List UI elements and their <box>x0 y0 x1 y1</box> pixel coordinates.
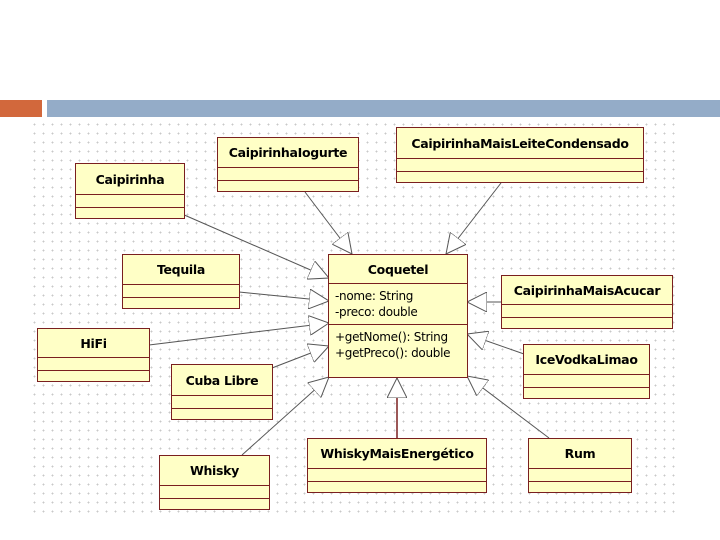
attribute-preco: -preco: double <box>335 305 418 319</box>
method-get-nome: +getNome(): String <box>335 330 448 344</box>
class-tequila[interactable]: Tequila <box>122 254 240 309</box>
class-caipirinha-iogurte[interactable]: CaipirinhaIogurte <box>217 137 359 192</box>
class-whisky[interactable]: Whisky <box>159 455 270 510</box>
class-hifi[interactable]: HiFi <box>37 328 150 382</box>
class-cuba-libre[interactable]: Cuba Libre <box>171 364 273 420</box>
slide-accent-bar-blue <box>47 100 720 117</box>
class-whisky-mais-energetico[interactable]: WhiskyMaisEnergético <box>307 438 487 493</box>
class-hifi-name: HiFi <box>38 329 149 358</box>
class-whisky-name: Whisky <box>160 456 269 486</box>
method-get-preco: +getPreco(): double <box>335 346 451 360</box>
attribute-nome: -nome: String <box>335 289 414 303</box>
class-ice-vodka-limao-name: IceVodkaLimao <box>524 345 649 375</box>
class-rum[interactable]: Rum <box>528 438 632 493</box>
class-caipirinha[interactable]: Caipirinha <box>75 163 185 219</box>
class-caipirinha-mais-acucar[interactable]: CaipirinhaMaisAcucar <box>501 275 673 329</box>
class-tequila-name: Tequila <box>123 255 239 285</box>
class-coquetel-methods: +getNome(): String +getPreco(): double <box>329 325 467 377</box>
class-coquetel-attributes: -nome: String -preco: double <box>329 284 467 325</box>
class-whisky-mais-energetico-name: WhiskyMaisEnergético <box>308 439 486 469</box>
class-caipirinha-name: Caipirinha <box>76 164 184 195</box>
class-ice-vodka-limao[interactable]: IceVodkaLimao <box>523 344 650 399</box>
class-caipirinha-mais-leite-condensado[interactable]: CaipirinhaMaisLeiteCondensado <box>396 127 644 183</box>
class-rum-name: Rum <box>529 439 631 469</box>
class-caipirinha-mais-acucar-name: CaipirinhaMaisAcucar <box>502 276 672 305</box>
class-caipirinha-iogurte-name: CaipirinhaIogurte <box>218 138 358 168</box>
slide-accent-bar-orange <box>0 100 42 117</box>
class-caipirinha-mais-leite-condensado-name: CaipirinhaMaisLeiteCondensado <box>397 128 643 159</box>
class-coquetel-name: Coquetel <box>329 255 467 284</box>
class-cuba-libre-name: Cuba Libre <box>172 365 272 396</box>
class-coquetel[interactable]: Coquetel -nome: String -preco: double +g… <box>328 254 468 378</box>
